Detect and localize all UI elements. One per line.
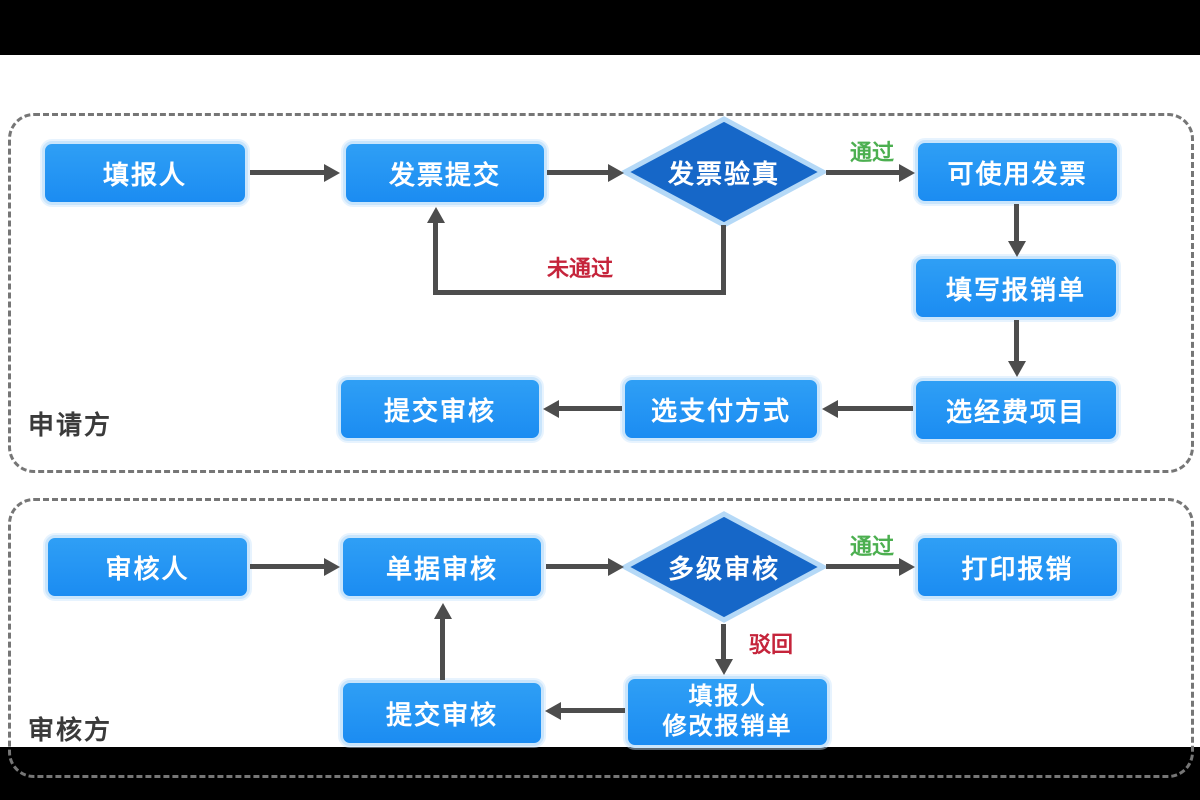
arrow-filler-to-invoice-submit <box>250 170 324 175</box>
arrow-multilevel-to-print <box>826 564 899 569</box>
arrow-verify-to-usable-head <box>899 164 915 182</box>
arrow-fill-form-to-select-project <box>1014 320 1019 361</box>
arrow-multilevel-reject-down-head <box>715 659 733 675</box>
node-usable-invoice: 可使用发票 <box>915 140 1120 204</box>
node-submit-review-top: 提交审核 <box>338 377 542 441</box>
edge-label-reject: 驳回 <box>748 632 793 657</box>
arrow-select-project-to-payment-head <box>822 400 838 418</box>
node-reviewer: 审核人 <box>45 535 250 599</box>
node-filler: 填报人 <box>42 141 248 205</box>
node-select-project: 选经费项目 <box>913 378 1119 442</box>
arrow-verify-fail-loop-up-head <box>427 207 445 223</box>
edge-label-pass-bottom: 通过 <box>849 534 894 559</box>
node-filler-label: 填报人 <box>102 159 187 190</box>
arrow-usable-to-fill-form-head <box>1008 241 1026 257</box>
node-multilevel-review: 多级审核 <box>619 511 829 623</box>
reviewer-lane <box>8 498 1194 778</box>
arrow-submit-to-doc-review-head <box>434 603 452 619</box>
node-invoice-submit: 发票提交 <box>343 141 547 205</box>
node-invoice-verify: 发票验真 <box>619 116 829 228</box>
node-reviewer-label: 审核人 <box>105 553 190 584</box>
node-fill-form-label: 填写报销单 <box>945 274 1086 305</box>
node-filler-modify-line1: 填报人 <box>688 683 767 710</box>
node-select-project-label: 选经费项目 <box>945 396 1086 427</box>
node-submit-review-top-label: 提交审核 <box>383 395 496 426</box>
applicant-lane-label: 申请方 <box>28 410 113 440</box>
arrow-invoice-submit-to-verify-head <box>608 164 624 182</box>
arrow-verify-fail-loop-up <box>433 223 438 290</box>
node-filler-modify-line2: 修改报销单 <box>662 713 793 740</box>
arrow-invoice-submit-to-verify <box>547 170 608 175</box>
arrow-select-payment-to-submit-head <box>543 400 559 418</box>
node-print-reimburse: 打印报销 <box>915 535 1120 599</box>
arrow-doc-review-to-multilevel <box>546 564 608 569</box>
arrow-multilevel-to-print-head <box>899 558 915 576</box>
node-select-payment-label: 选支付方式 <box>650 395 791 426</box>
node-filler-modify: 填报人 修改报销单 <box>625 676 830 748</box>
node-fill-form: 填写报销单 <box>913 256 1119 320</box>
arrow-submit-to-doc-review <box>440 619 445 680</box>
applicant-lane <box>8 113 1194 473</box>
node-usable-invoice-label: 可使用发票 <box>947 158 1088 189</box>
arrow-modify-to-submit-head <box>545 702 561 720</box>
arrow-select-payment-to-submit <box>559 406 622 411</box>
arrow-usable-to-fill-form <box>1014 204 1019 241</box>
node-doc-review-label: 单据审核 <box>385 553 498 584</box>
node-doc-review: 单据审核 <box>340 535 544 599</box>
arrow-reviewer-to-doc-review-head <box>324 558 340 576</box>
node-invoice-verify-label: 发票验真 <box>667 158 780 189</box>
arrow-fill-form-to-select-project-head <box>1008 361 1026 377</box>
arrow-verify-fail-loop-across <box>433 290 726 295</box>
arrow-filler-to-invoice-submit-head <box>324 164 340 182</box>
arrow-reviewer-to-doc-review <box>250 564 324 569</box>
arrow-modify-to-submit <box>561 708 625 713</box>
reviewer-lane-label: 审核方 <box>28 715 113 745</box>
node-print-reimburse-label: 打印报销 <box>961 553 1074 584</box>
node-multilevel-review-label: 多级审核 <box>667 553 780 584</box>
edge-label-fail: 未通过 <box>546 256 613 281</box>
node-invoice-submit-label: 发票提交 <box>388 159 501 190</box>
node-submit-review-bottom-label: 提交审核 <box>385 699 498 730</box>
flowchart-canvas: 申请方 审核方 填报人 发票提交 发票验真 可使用发票 填写报销单 选经费项目 … <box>0 55 1200 778</box>
arrow-doc-review-to-multilevel-head <box>608 558 624 576</box>
diamond-shape-icon <box>619 511 829 623</box>
node-submit-review-bottom: 提交审核 <box>340 680 544 746</box>
arrow-multilevel-reject-down <box>721 624 726 659</box>
arrow-verify-to-usable <box>826 170 899 175</box>
arrow-verify-fail-loop-down <box>721 225 726 295</box>
node-select-payment: 选支付方式 <box>622 377 820 441</box>
edge-label-pass-top: 通过 <box>849 140 894 165</box>
arrow-select-project-to-payment <box>838 406 913 411</box>
